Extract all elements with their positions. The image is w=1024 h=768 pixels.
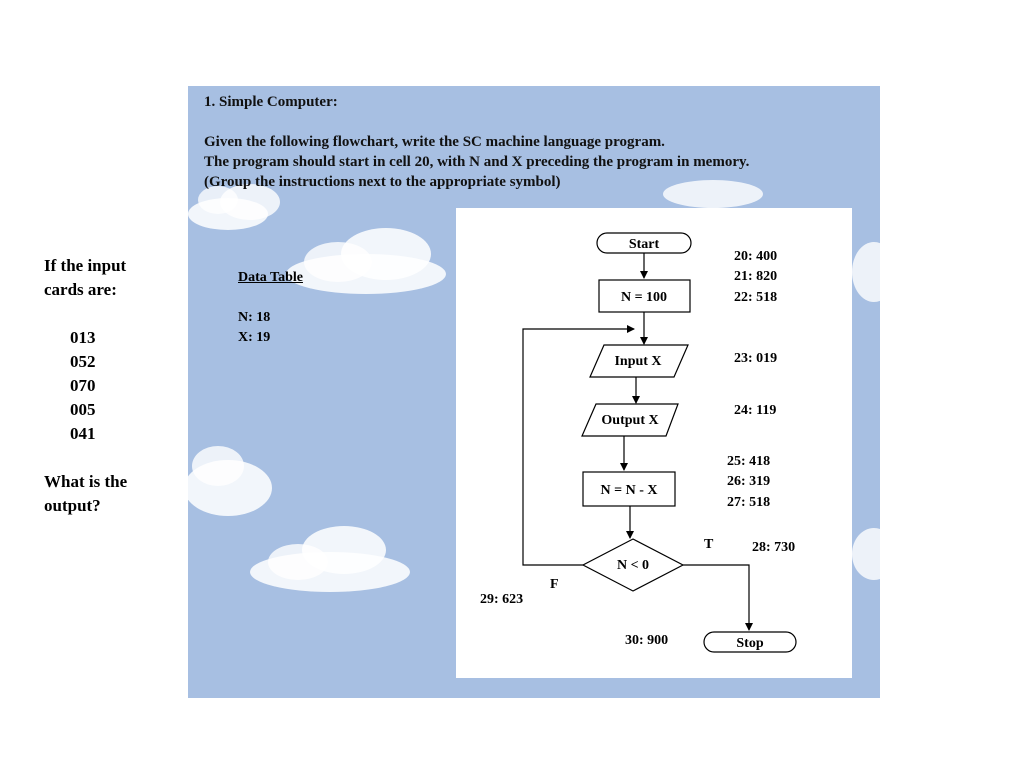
- input-card: 070: [70, 376, 96, 395]
- cloud-decoration: [852, 242, 880, 302]
- subtract-label: N = N - X: [601, 483, 658, 498]
- output-io: [581, 403, 679, 437]
- slide: 1. Simple Computer: Given the following …: [188, 86, 880, 698]
- cloud-decoration: [286, 228, 446, 294]
- task-line-2: The program should start in cell 20, wit…: [204, 154, 750, 170]
- output-question: What is the output?: [44, 470, 174, 518]
- input-io: [589, 344, 689, 378]
- input-card: 041: [70, 424, 96, 443]
- code-cell-20: 20: 400: [734, 249, 777, 264]
- cloud-decoration: [852, 528, 880, 580]
- output-label: Output X: [601, 413, 658, 428]
- input-card: 005: [70, 400, 96, 419]
- code-cell-27: 27: 518: [727, 495, 770, 510]
- start-terminal: [596, 232, 692, 254]
- task-line-1: Given the following flowchart, write the…: [204, 134, 665, 150]
- loop-false-branch: [522, 325, 635, 566]
- subtract-process: [582, 471, 676, 507]
- flowchart: Start N = 100 Input X Output X N = N - X…: [480, 232, 797, 653]
- code-cell-23: 23: 019: [734, 351, 777, 366]
- init-label: N = 100: [621, 290, 667, 305]
- stop-label: Stop: [736, 636, 763, 651]
- data-table-row: N: 18: [238, 310, 271, 325]
- input-cards-question: If the input cards are: 013 052 070 005 …: [44, 254, 174, 518]
- init-process: [598, 279, 691, 313]
- flowchart-panel: Start N = 100 Input X Output X N = N - X…: [456, 208, 852, 678]
- code-cell-28: 28: 730: [752, 540, 795, 555]
- false-branch-label: F: [550, 577, 559, 592]
- task-title: 1. Simple Computer:: [204, 94, 338, 110]
- cloud-decoration: [188, 446, 272, 516]
- data-table-row: X: 19: [238, 330, 271, 345]
- code-cell-26: 26: 319: [727, 474, 770, 489]
- data-table: Data Table N: 18 X: 19: [238, 268, 303, 348]
- output-question-line-1: What is the: [44, 472, 128, 491]
- input-card: 052: [70, 352, 96, 371]
- input-card: 013: [70, 328, 96, 347]
- true-branch-label: T: [704, 537, 714, 552]
- flowchart-connectors: [522, 253, 753, 631]
- start-label: Start: [629, 237, 660, 252]
- code-cell-24: 24: 119: [734, 403, 776, 418]
- code-cell-29: 29: 623: [480, 592, 523, 607]
- input-label: Input X: [614, 354, 661, 369]
- question-line-1: If the input: [44, 256, 127, 275]
- cloud-decoration: [188, 184, 280, 230]
- decision-diamond: [581, 538, 685, 592]
- question-line-2: cards are:: [44, 280, 117, 299]
- cloud-decoration: [663, 180, 763, 208]
- code-cell-30: 30: 900: [625, 633, 668, 648]
- task-description: 1. Simple Computer: Given the following …: [204, 92, 874, 192]
- input-cards-list: 013 052 070 005 041: [44, 326, 174, 446]
- code-cell-25: 25: 418: [727, 454, 770, 469]
- task-line-3: (Group the instructions next to the appr…: [204, 174, 561, 190]
- stop-terminal: [703, 631, 797, 653]
- code-cell-21: 21: 820: [734, 269, 777, 284]
- code-cell-22: 22: 518: [734, 290, 777, 305]
- cloud-decoration: [250, 526, 410, 592]
- decision-label: N < 0: [617, 558, 649, 573]
- output-question-line-2: output?: [44, 496, 101, 515]
- true-branch-to-stop: [683, 564, 753, 631]
- data-table-heading: Data Table: [238, 270, 303, 285]
